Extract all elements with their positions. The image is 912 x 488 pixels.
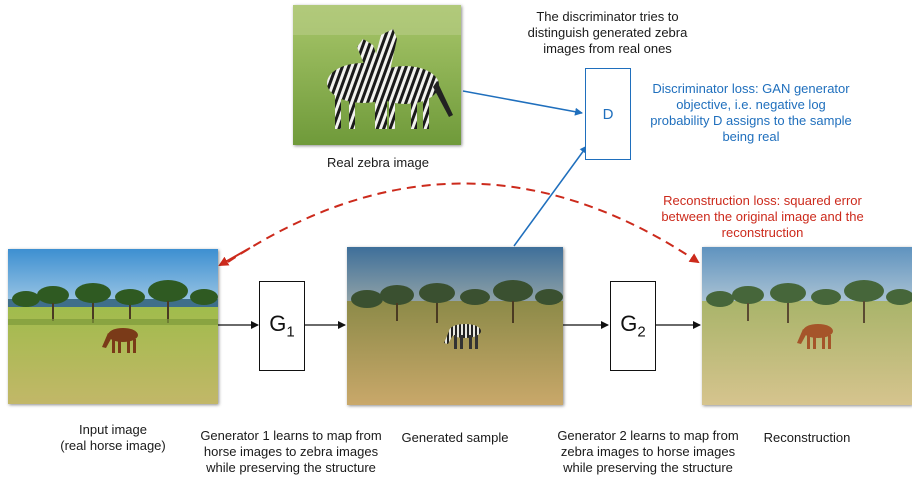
generator-1-description: Generator 1 learns to map from horse ima… xyxy=(200,428,382,475)
generator-1-box: G1 xyxy=(259,281,305,371)
discriminator-box: D xyxy=(585,68,631,160)
real-zebra-image xyxy=(293,5,461,145)
generated-sample-caption: Generated sample xyxy=(401,430,509,445)
reconstruction-loss-caption: Reconstruction loss: squared error betwe… xyxy=(661,193,864,240)
discriminator-description: The discriminator tries to distinguish g… xyxy=(527,9,688,56)
generator-2-description: Generator 2 learns to map from zebra ima… xyxy=(557,428,739,475)
generator-1-label: G1 xyxy=(269,311,295,341)
arrow-real-to-d xyxy=(462,90,583,116)
real-zebra-caption: Real zebra image xyxy=(327,155,429,170)
reconstruction-image xyxy=(702,247,912,405)
generator-2-label: G2 xyxy=(620,311,646,341)
generator-2-box: G2 xyxy=(610,281,656,371)
recon-loss-arc-start xyxy=(218,247,251,266)
input-horse-image xyxy=(8,249,218,404)
arrow-generated-to-d xyxy=(513,145,588,247)
discriminator-loss-caption: Discriminator loss: GAN generator object… xyxy=(650,81,852,144)
reconstruction-caption: Reconstruction xyxy=(763,430,851,445)
generated-sample-image xyxy=(347,247,563,405)
input-image-caption: Input image (real horse image) xyxy=(60,422,166,453)
recon-loss-arc xyxy=(227,182,700,264)
discriminator-label: D xyxy=(602,105,614,123)
